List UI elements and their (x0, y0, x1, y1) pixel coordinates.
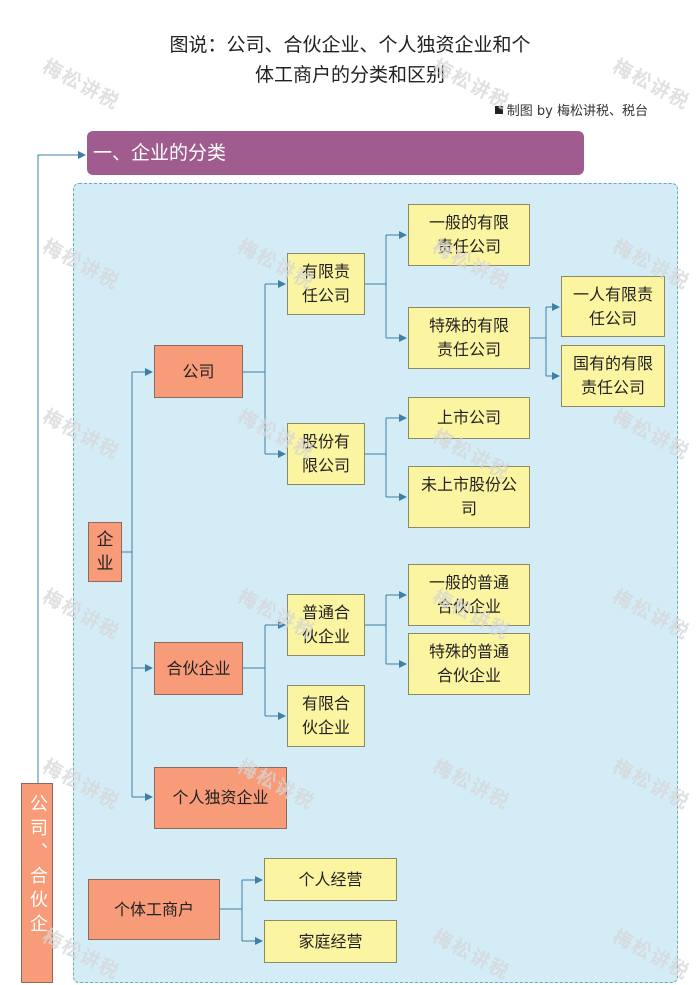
node-company: 公司 (154, 345, 243, 398)
node-individual-business: 个体工商户 (88, 879, 220, 940)
node-enterprise: 企业 (88, 522, 122, 582)
node-llc-single: 一人有限责任公司 (561, 276, 665, 337)
node-joint-stock: 股份有限公司 (287, 423, 365, 485)
node-llc-special: 特殊的有限责任公司 (408, 307, 530, 369)
credit: 制图 by 梅松讲税、税台 (494, 100, 648, 119)
title-line-1: 图说：公司、合伙企业、个人独资企业和个 (169, 34, 531, 56)
node-listed: 上市公司 (408, 397, 530, 439)
node-partnership: 合伙企业 (154, 642, 243, 695)
node-limited-partnership: 有限合伙企业 (287, 685, 365, 747)
section-header: 一、企业的分类 (87, 131, 584, 175)
node-sole-proprietorship: 个人独资企业 (154, 767, 287, 829)
node-general-partnership: 普通合伙企业 (287, 594, 365, 656)
node-unlisted: 未上市股份公司 (408, 466, 530, 528)
node-personal-operation: 个人经营 (264, 858, 397, 901)
node-family-operation: 家庭经营 (264, 920, 397, 963)
side-label-text: 公司、合伙企 (27, 794, 48, 938)
node-gp-special: 特殊的普通合伙企业 (408, 633, 530, 695)
node-llc-state: 国有的有限责任公司 (561, 345, 665, 407)
side-label: 公司、合伙企 (21, 783, 53, 983)
node-llc: 有限责任公司 (287, 253, 365, 315)
credit-text: 制图 by 梅松讲税、税台 (506, 104, 648, 119)
square-bullet-icon (494, 106, 503, 114)
node-llc-general: 一般的有限责任公司 (408, 204, 530, 266)
node-gp-general: 一般的普通合伙企业 (408, 564, 530, 626)
title-line-2: 体工商户的分类和区别 (254, 64, 445, 86)
